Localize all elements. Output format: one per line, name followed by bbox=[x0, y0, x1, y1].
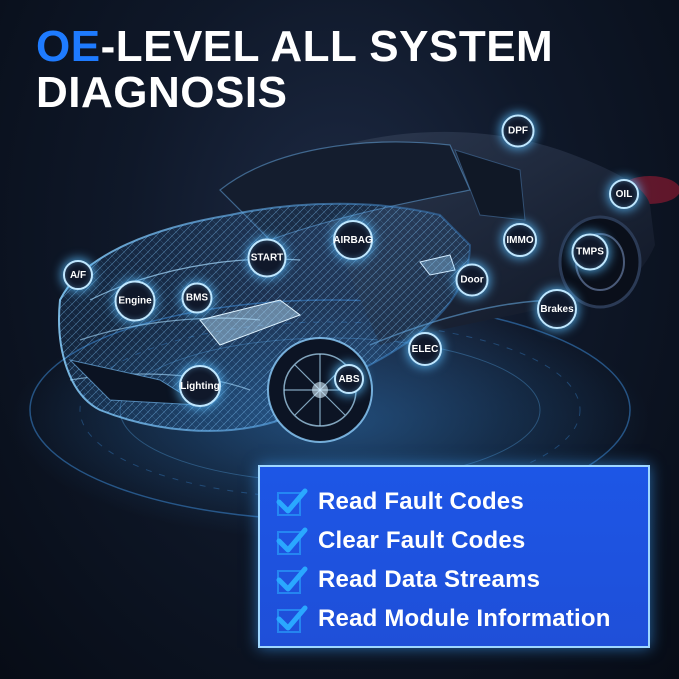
module-oil-label: OIL bbox=[615, 188, 633, 200]
checkmark-icon bbox=[276, 605, 308, 633]
headline-line1: -LEVEL ALL SYSTEM bbox=[100, 22, 554, 71]
feature-label: Read Fault Codes bbox=[318, 488, 524, 515]
module-door: Door bbox=[455, 263, 489, 297]
module-af-label: A/F bbox=[69, 269, 87, 281]
feature-label: Read Module Information bbox=[318, 605, 611, 632]
headline-line2: DIAGNOSIS bbox=[36, 68, 288, 117]
headline: OE-LEVEL ALL SYSTEM DIAGNOSIS bbox=[36, 24, 553, 116]
checkmark-icon bbox=[276, 488, 308, 516]
checkmark-icon bbox=[276, 566, 308, 594]
module-start-label: START bbox=[250, 252, 284, 264]
feature-label: Clear Fault Codes bbox=[318, 527, 526, 554]
module-airbag-label: AIRBAG bbox=[333, 234, 373, 246]
feature-item: Read Data Streams bbox=[276, 562, 540, 598]
module-tmps-label: TMPS bbox=[576, 246, 604, 258]
module-immo-label: IMMO bbox=[506, 234, 534, 246]
module-dpf-label: DPF bbox=[508, 125, 528, 137]
module-immo: IMMO bbox=[503, 223, 537, 257]
feature-item: Read Fault Codes bbox=[276, 484, 524, 520]
feature-item: Clear Fault Codes bbox=[276, 523, 525, 559]
headline-accent: OE bbox=[36, 22, 101, 71]
module-elec-label: ELEC bbox=[411, 343, 439, 355]
module-door-label: Door bbox=[460, 274, 484, 286]
module-abs: ABS bbox=[334, 364, 364, 394]
module-bms-label: BMS bbox=[185, 292, 209, 304]
module-abs-label: ABS bbox=[338, 373, 360, 385]
features-panel: Read Fault Codes Clear Fault Codes Read … bbox=[258, 465, 650, 648]
module-start: START bbox=[247, 238, 287, 278]
module-engine: Engine bbox=[114, 280, 156, 322]
feature-item: Read Module Information bbox=[276, 601, 611, 637]
module-elec: ELEC bbox=[408, 332, 442, 366]
module-engine-label: Engine bbox=[118, 295, 152, 307]
module-lighting-label: Lighting bbox=[180, 380, 220, 392]
module-bms: BMS bbox=[181, 282, 213, 314]
module-oil: OIL bbox=[609, 179, 639, 209]
feature-label: Read Data Streams bbox=[318, 566, 541, 593]
module-dpf: DPF bbox=[501, 114, 535, 148]
module-lighting: Lighting bbox=[179, 365, 221, 407]
checkmark-icon bbox=[276, 527, 308, 555]
module-brakes: Brakes bbox=[537, 289, 577, 329]
module-tmps: TMPS bbox=[571, 233, 609, 271]
module-airbag: AIRBAG bbox=[333, 220, 373, 260]
module-af: A/F bbox=[63, 260, 93, 290]
module-brakes-label: Brakes bbox=[540, 303, 574, 315]
